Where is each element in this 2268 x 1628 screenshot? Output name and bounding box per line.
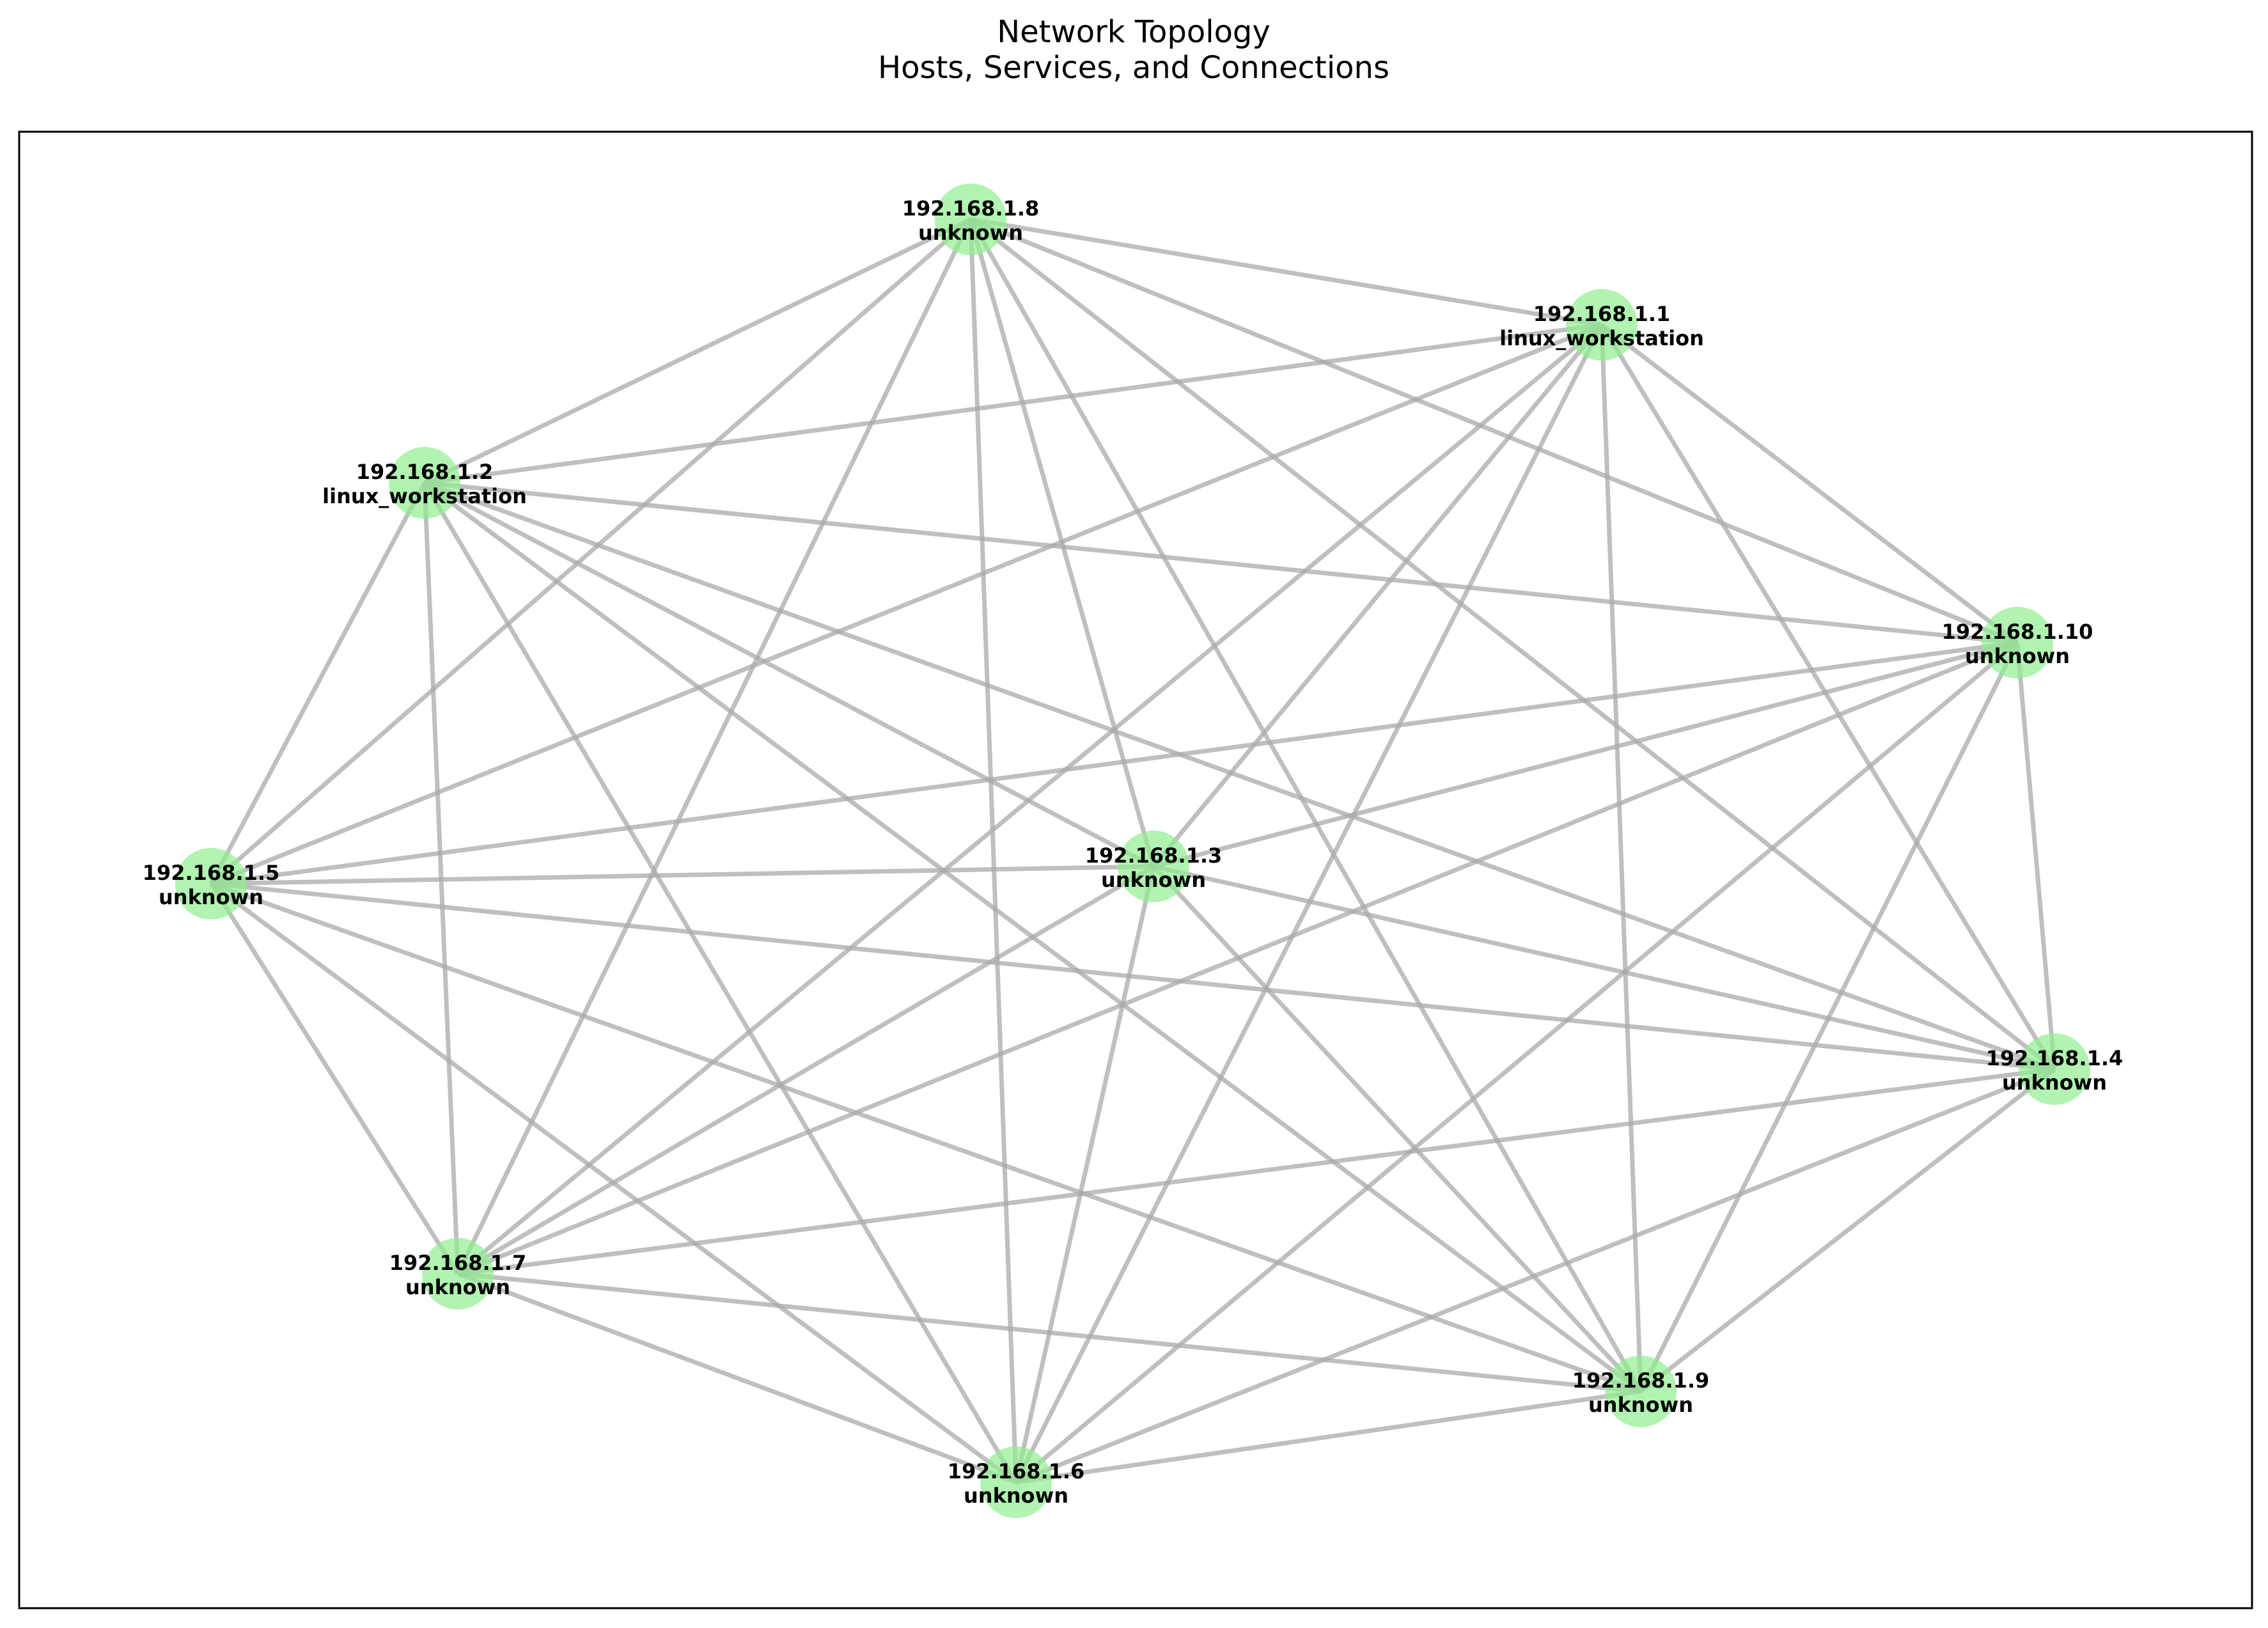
edge-n2-n6: [422, 481, 1019, 1483]
edge-n3-n4: [1153, 864, 2055, 1072]
host-type-label: unknown: [964, 1483, 1068, 1508]
host-node-n6: [980, 1446, 1052, 1518]
edge-n1-n10: [1600, 323, 2019, 645]
host-node-n2: [389, 447, 460, 519]
edge-n10-n6: [1014, 641, 2019, 1484]
edge-n8-n10: [969, 217, 2019, 645]
host-ip-label: 192.168.1.8: [902, 196, 1040, 221]
edge-n10-n4: [2015, 642, 2057, 1070]
diagram-title-line1: Network Topology: [997, 14, 1271, 50]
host-node-n9: [1605, 1356, 1677, 1427]
edge-n8-n1: [970, 217, 1602, 327]
host-node-n7: [422, 1238, 494, 1310]
edge-n8-n2: [423, 217, 972, 485]
edge-n4-n9: [1639, 1067, 2056, 1393]
host-node-n8: [935, 184, 1006, 255]
edge-n1-n9: [1599, 324, 1643, 1392]
edge-n10-n5: [210, 640, 2018, 886]
edge-n5-n3: [210, 864, 1154, 886]
labels-layer: 192.168.1.1linux_workstation192.168.1.2l…: [143, 196, 2123, 1508]
edge-n4-n6: [1015, 1067, 2056, 1485]
edge-n2-n3: [423, 480, 1155, 869]
host-ip-label: 192.168.1.2: [356, 460, 494, 484]
edge-n2-n4: [423, 480, 2056, 1072]
host-ip-label: 192.168.1.4: [1986, 1046, 2123, 1070]
edge-n1-n4: [1600, 324, 2056, 1070]
plot-frame: [18, 130, 2253, 1609]
host-type-label: unknown: [2002, 1070, 2107, 1095]
host-type-label: unknown: [159, 885, 263, 909]
edge-n1-n2: [424, 322, 1602, 485]
edge-n1-n5: [210, 322, 1603, 886]
edges-layer: [208, 217, 2057, 1485]
edge-n2-n10: [424, 480, 2018, 645]
host-ip-label: 192.168.1.7: [389, 1251, 527, 1275]
host-ip-label: 192.168.1.1: [1533, 302, 1671, 326]
edge-n8-n6: [968, 219, 1019, 1483]
host-node-n10: [1982, 607, 2053, 678]
host-node-n4: [2019, 1033, 2090, 1105]
host-type-label: unknown: [1101, 868, 1206, 892]
host-node-n3: [1118, 831, 1189, 902]
edge-n5-n4: [210, 881, 2055, 1072]
edge-n10-n3: [1153, 640, 2018, 869]
edge-n3-n9: [1152, 865, 1643, 1393]
host-ip-label: 192.168.1.6: [948, 1459, 1085, 1483]
edge-n7-n9: [457, 1271, 1641, 1394]
edge-n5-n7: [209, 882, 460, 1275]
host-ip-label: 192.168.1.10: [1942, 620, 2093, 644]
diagram-title-line2: Hosts, Services, and Connections: [878, 50, 1389, 86]
host-type-label: unknown: [1588, 1393, 1693, 1417]
host-type-label: linux_workstation: [1499, 326, 1704, 350]
edge-n8-n9: [968, 218, 1643, 1393]
nodes-layer: [175, 184, 2090, 1518]
edge-n7-n6: [457, 1271, 1017, 1485]
host-type-label: unknown: [405, 1275, 510, 1299]
edge-n8-n7: [455, 218, 973, 1275]
edge-n1-n3: [1152, 323, 1604, 868]
edge-n5-n9: [210, 881, 1642, 1394]
edge-n2-n5: [208, 481, 427, 885]
host-node-n1: [1566, 289, 1638, 361]
host-type-label: linux_workstation: [322, 484, 527, 508]
edge-n8-n5: [209, 217, 973, 886]
edge-n4-n7: [457, 1067, 2055, 1276]
edge-n6-n9: [1015, 1389, 1641, 1485]
host-ip-label: 192.168.1.5: [143, 861, 280, 885]
edge-n3-n7: [457, 864, 1155, 1276]
host-type-label: unknown: [918, 221, 1023, 245]
edge-n3-n6: [1013, 866, 1156, 1483]
host-type-label: unknown: [1965, 644, 2070, 668]
host-node-n5: [175, 848, 247, 920]
host-ip-label: 192.168.1.3: [1085, 843, 1223, 868]
host-ip-label: 192.168.1.9: [1572, 1368, 1710, 1393]
